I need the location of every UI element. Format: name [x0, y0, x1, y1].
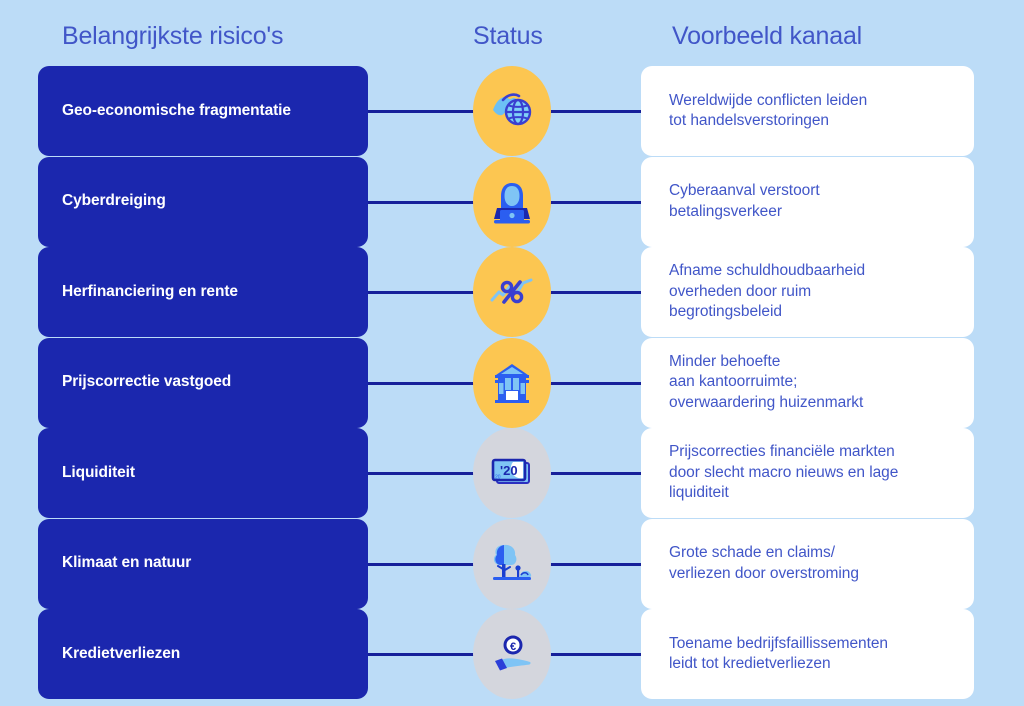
hand-euro-coin-icon: €	[487, 629, 537, 679]
channel-card[interactable]: Prijscorrecties financiële markten door …	[641, 428, 974, 518]
column-header-risks: Belangrijkste risico's	[62, 22, 284, 50]
channel-card-text: Cyberaanval verstoort betalingsverkeer	[669, 182, 820, 220]
building-icon	[487, 358, 537, 408]
status-badge[interactable]: €	[473, 609, 551, 699]
globe-world-icon	[487, 86, 537, 136]
tree-nature-icon	[487, 539, 537, 589]
connector-line-left	[368, 381, 508, 385]
channel-card[interactable]: Grote schade en claims/ verliezen door o…	[641, 518, 974, 609]
connector-line-right	[512, 110, 646, 113]
risk-row: Kredietverliezen € Toename bedrijfsfaill…	[0, 609, 1024, 699]
hacker-laptop-icon	[487, 177, 537, 227]
risk-card[interactable]: Geo-economische fragmentatie	[38, 66, 368, 156]
connector-line-right	[512, 472, 646, 475]
svg-text:€: €	[510, 641, 516, 653]
risk-card-label: Cyberdreiging	[62, 192, 166, 210]
channel-card-text: Afname schuldhoudbaarheid overheden door…	[669, 262, 866, 321]
channel-card-text: Prijscorrecties financiële markten door …	[669, 443, 899, 502]
risk-row: Prijscorrectie vastgoed Minder behoefte …	[0, 337, 1024, 428]
risk-row: Herfinanciering en rente Afname schuldho…	[0, 247, 1024, 337]
risk-card[interactable]: Herfinanciering en rente	[38, 247, 368, 337]
percent-trend-icon	[487, 267, 537, 317]
risk-card[interactable]: Prijscorrectie vastgoed	[38, 337, 368, 428]
connector-line-right	[512, 381, 646, 385]
risk-card-label: Klimaat en natuur	[62, 554, 192, 572]
connector-line-right	[512, 562, 646, 566]
connector-line-left	[368, 472, 508, 475]
column-headers: Belangrijkste risico's Status Voorbeeld …	[0, 0, 1024, 62]
channel-card[interactable]: Afname schuldhoudbaarheid overheden door…	[641, 247, 974, 337]
connector-line-left	[368, 562, 508, 566]
channel-card-text: Toename bedrijfsfaillissementen leidt to…	[669, 634, 889, 672]
status-badge[interactable]	[473, 66, 551, 156]
connector-line-right	[512, 200, 646, 204]
channel-card[interactable]: Minder behoefte aan kantoorruimte; overw…	[641, 337, 974, 428]
risk-card-label: Geo-economische fragmentatie	[62, 101, 291, 119]
status-badge[interactable]	[473, 156, 551, 247]
channel-card-text: Wereldwijde conflicten leiden tot handel…	[669, 91, 868, 129]
channel-card[interactable]: Toename bedrijfsfaillissementen leidt to…	[641, 609, 974, 699]
connector-line-right	[512, 291, 646, 294]
connector-line-right	[512, 653, 646, 656]
risk-card-label: Kredietverliezen	[62, 644, 181, 662]
risk-card[interactable]: Kredietverliezen	[38, 609, 368, 699]
risk-card-label: Herfinanciering en rente	[62, 282, 238, 300]
risk-card[interactable]: Cyberdreiging	[38, 156, 368, 247]
channel-card[interactable]: Cyberaanval verstoort betalingsverkeer	[641, 156, 974, 247]
status-badge[interactable]	[473, 247, 551, 337]
status-badge[interactable]	[473, 518, 551, 609]
svg-text:'20: '20	[500, 463, 518, 478]
connector-line-left	[368, 110, 508, 113]
connector-line-left	[368, 200, 508, 204]
risk-row: Liquiditeit '20 20 Prijscorrecties finan…	[0, 428, 1024, 518]
risk-row: Cyberdreiging Cyberaanval verstoort beta…	[0, 156, 1024, 247]
risk-card[interactable]: Liquiditeit	[38, 428, 368, 518]
risk-card[interactable]: Klimaat en natuur	[38, 518, 368, 609]
risk-row: Geo-economische fragmentatie Wereldwijde…	[0, 66, 1024, 156]
column-header-status: Status	[473, 22, 543, 50]
column-header-channel: Voorbeeld kanaal	[672, 22, 863, 50]
channel-card-text: Grote schade en claims/ verliezen door o…	[669, 544, 859, 582]
connector-line-left	[368, 653, 508, 656]
banknote-20-icon: '20 20	[487, 448, 537, 498]
connector-line-left	[368, 291, 508, 294]
channel-card[interactable]: Wereldwijde conflicten leiden tot handel…	[641, 66, 974, 156]
status-badge[interactable]	[473, 337, 551, 428]
risk-row: Klimaat en natuur Grote schade en claims…	[0, 518, 1024, 609]
svg-text:20: 20	[495, 475, 501, 481]
status-badge[interactable]: '20 20	[473, 428, 551, 518]
risk-card-label: Prijscorrectie vastgoed	[62, 373, 232, 391]
risk-card-label: Liquiditeit	[62, 463, 135, 481]
channel-card-text: Minder behoefte aan kantoorruimte; overw…	[669, 352, 864, 411]
